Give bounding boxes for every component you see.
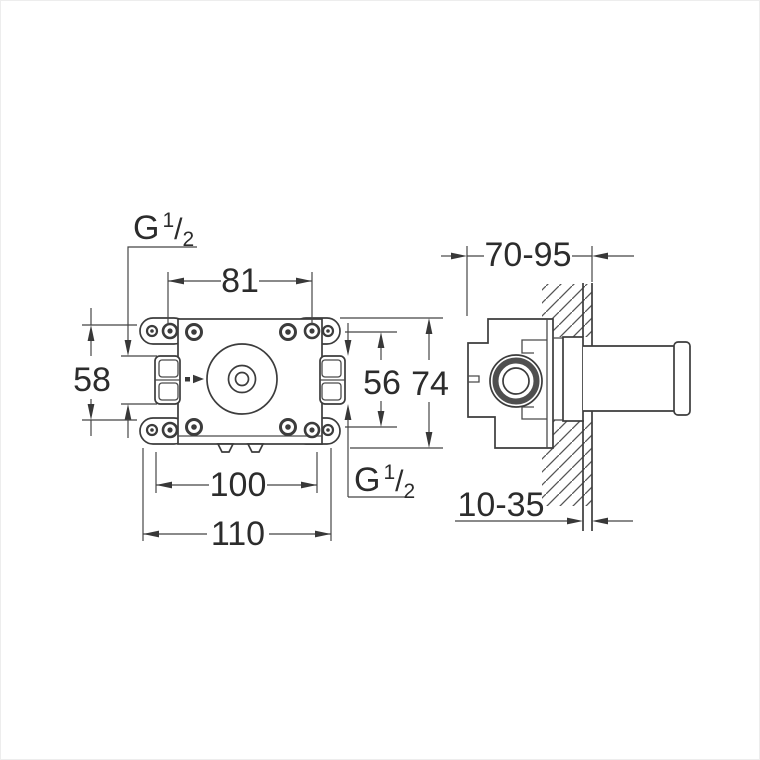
thread-label-top-leader bbox=[127, 246, 197, 341]
wall-collar bbox=[562, 336, 584, 422]
dimension-100-text: 100 bbox=[210, 466, 267, 504]
ear-tab-holes bbox=[145, 322, 335, 439]
valve-center bbox=[206, 343, 278, 415]
inlet-port-right bbox=[319, 355, 346, 405]
dimension-100: 100 bbox=[155, 452, 318, 504]
dimension-74: 74 bbox=[340, 317, 449, 449]
front-view bbox=[139, 317, 346, 453]
plate-screw-holes bbox=[185, 323, 297, 436]
dimension-81-text: 81 bbox=[221, 262, 259, 300]
bottom-tab-right bbox=[246, 443, 265, 453]
dimension-10-35: 10-35 bbox=[455, 486, 633, 525]
dimension-10-35-text: 10-35 bbox=[458, 486, 545, 524]
dimension-74-text: 74 bbox=[411, 365, 449, 403]
dimension-110-text: 110 bbox=[211, 515, 265, 553]
dimension-56: 56 bbox=[345, 331, 401, 428]
body-left-notch bbox=[468, 375, 480, 383]
spout-end-flange bbox=[673, 341, 691, 416]
bottom-tab-left bbox=[216, 443, 235, 453]
side-view bbox=[467, 283, 691, 531]
dimension-58: 58 bbox=[73, 308, 137, 436]
dimension-56-text: 56 bbox=[363, 364, 401, 402]
valve-body-section bbox=[467, 318, 563, 449]
flow-arrow bbox=[185, 374, 204, 384]
spout-tube bbox=[583, 341, 691, 416]
dimension-81: 81 bbox=[167, 262, 313, 324]
dimension-70-95-text: 70-95 bbox=[485, 236, 572, 274]
wall-section bbox=[582, 283, 593, 531]
dimension-110: 110 bbox=[142, 448, 332, 553]
dimension-58-text: 58 bbox=[73, 361, 111, 399]
dimension-70-95: 70-95 bbox=[441, 236, 634, 316]
inlet-port-left bbox=[154, 355, 181, 405]
